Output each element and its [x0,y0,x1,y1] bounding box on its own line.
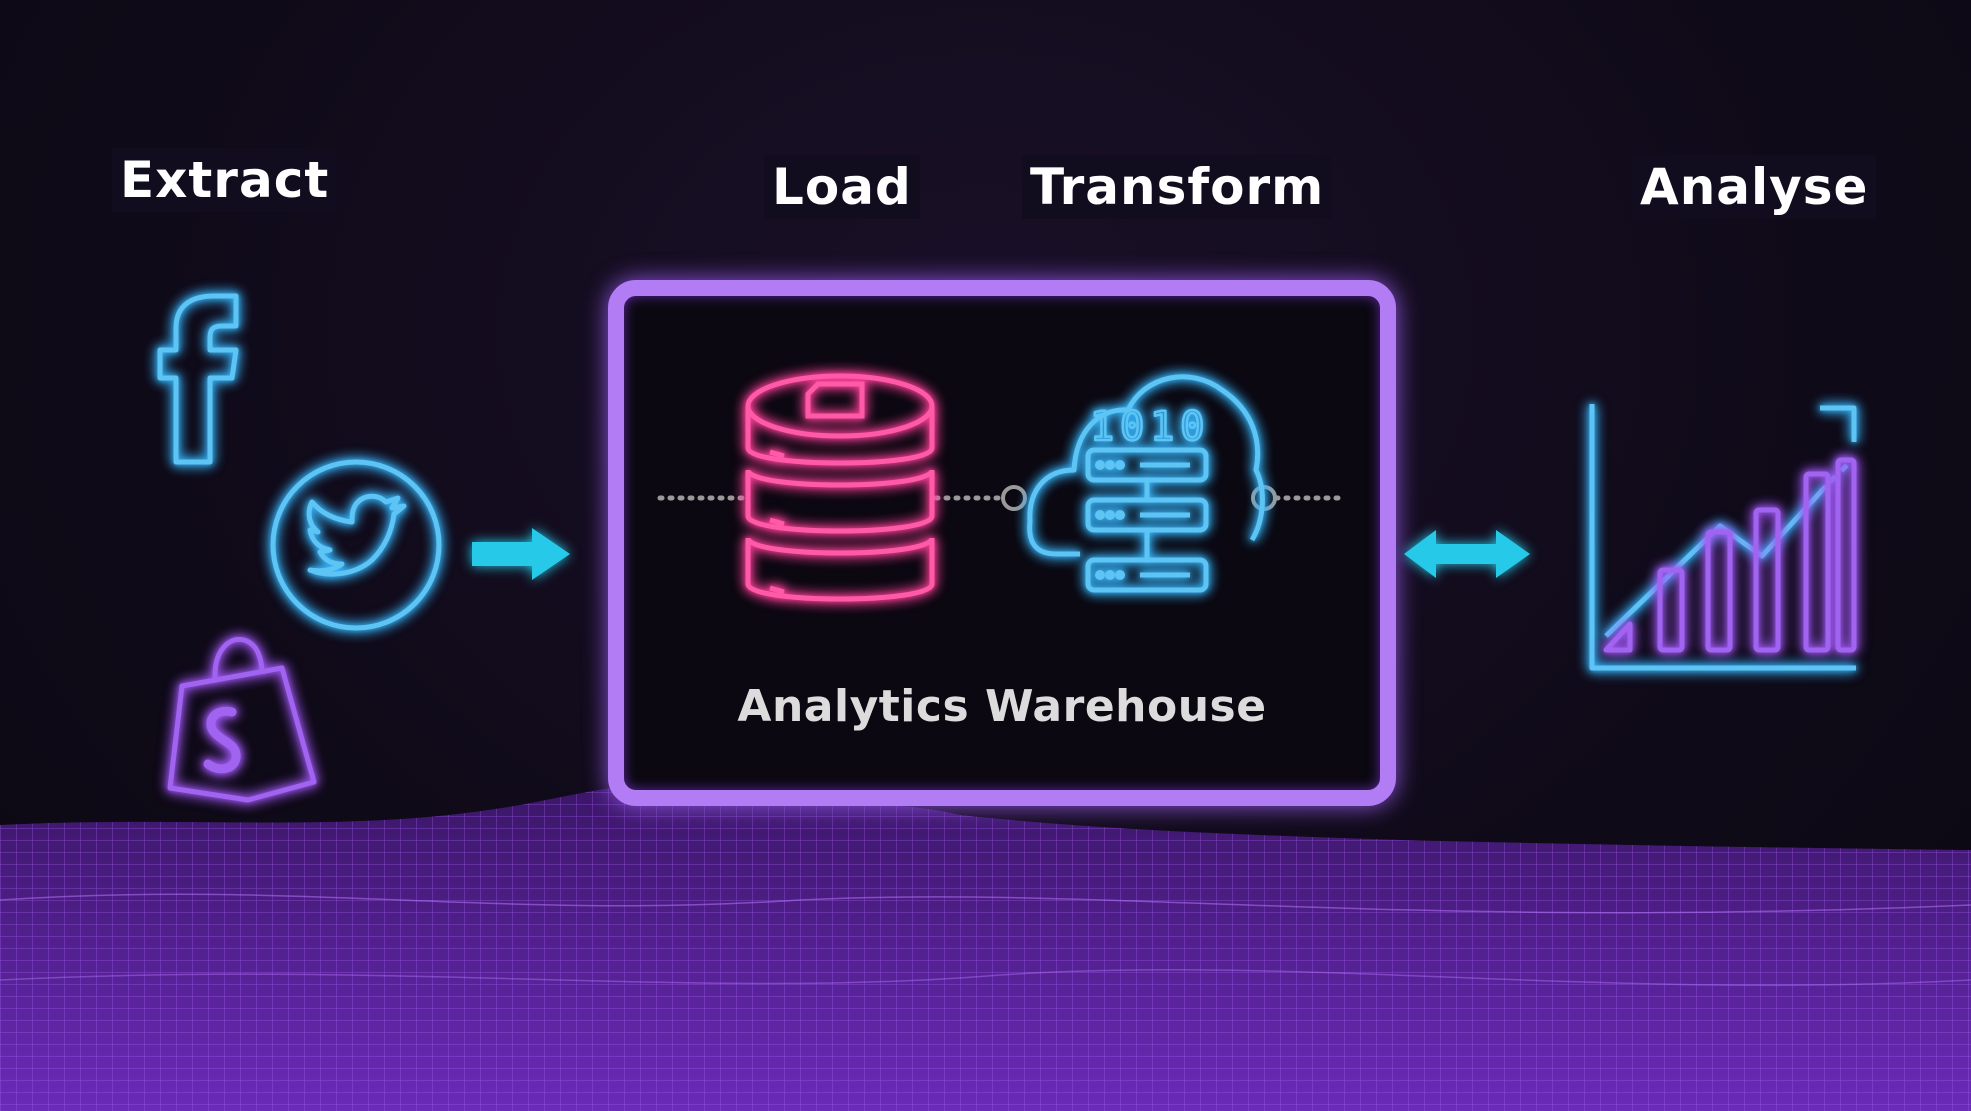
twitter-icon [270,459,442,631]
arrow-right-icon [472,528,570,580]
stage-label-transform: Transform [1022,155,1333,219]
analytics-warehouse-box: Analytics Warehouse [608,280,1396,806]
warehouse-title: Analytics Warehouse [737,681,1267,732]
stage-label-load: Load [764,155,920,219]
stage-label-analyse: Analyse [1632,155,1877,219]
database-icon [745,373,935,602]
connector-node [1001,485,1027,511]
svg-text:1010: 1010 [1090,404,1210,450]
shopify-icon [167,636,317,803]
double-arrow-icon [1404,530,1530,578]
facebook-icon [157,293,239,465]
stage-label-extract: Extract [112,148,338,212]
growth-chart-icon [1589,404,1857,671]
cloud-server-icon: 1010 [1027,374,1265,593]
